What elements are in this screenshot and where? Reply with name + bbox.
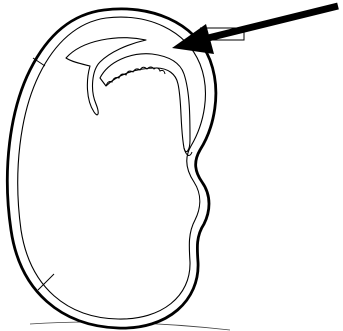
seed-coat-outer [7, 9, 216, 328]
pointer-arrow-icon [172, 6, 338, 54]
